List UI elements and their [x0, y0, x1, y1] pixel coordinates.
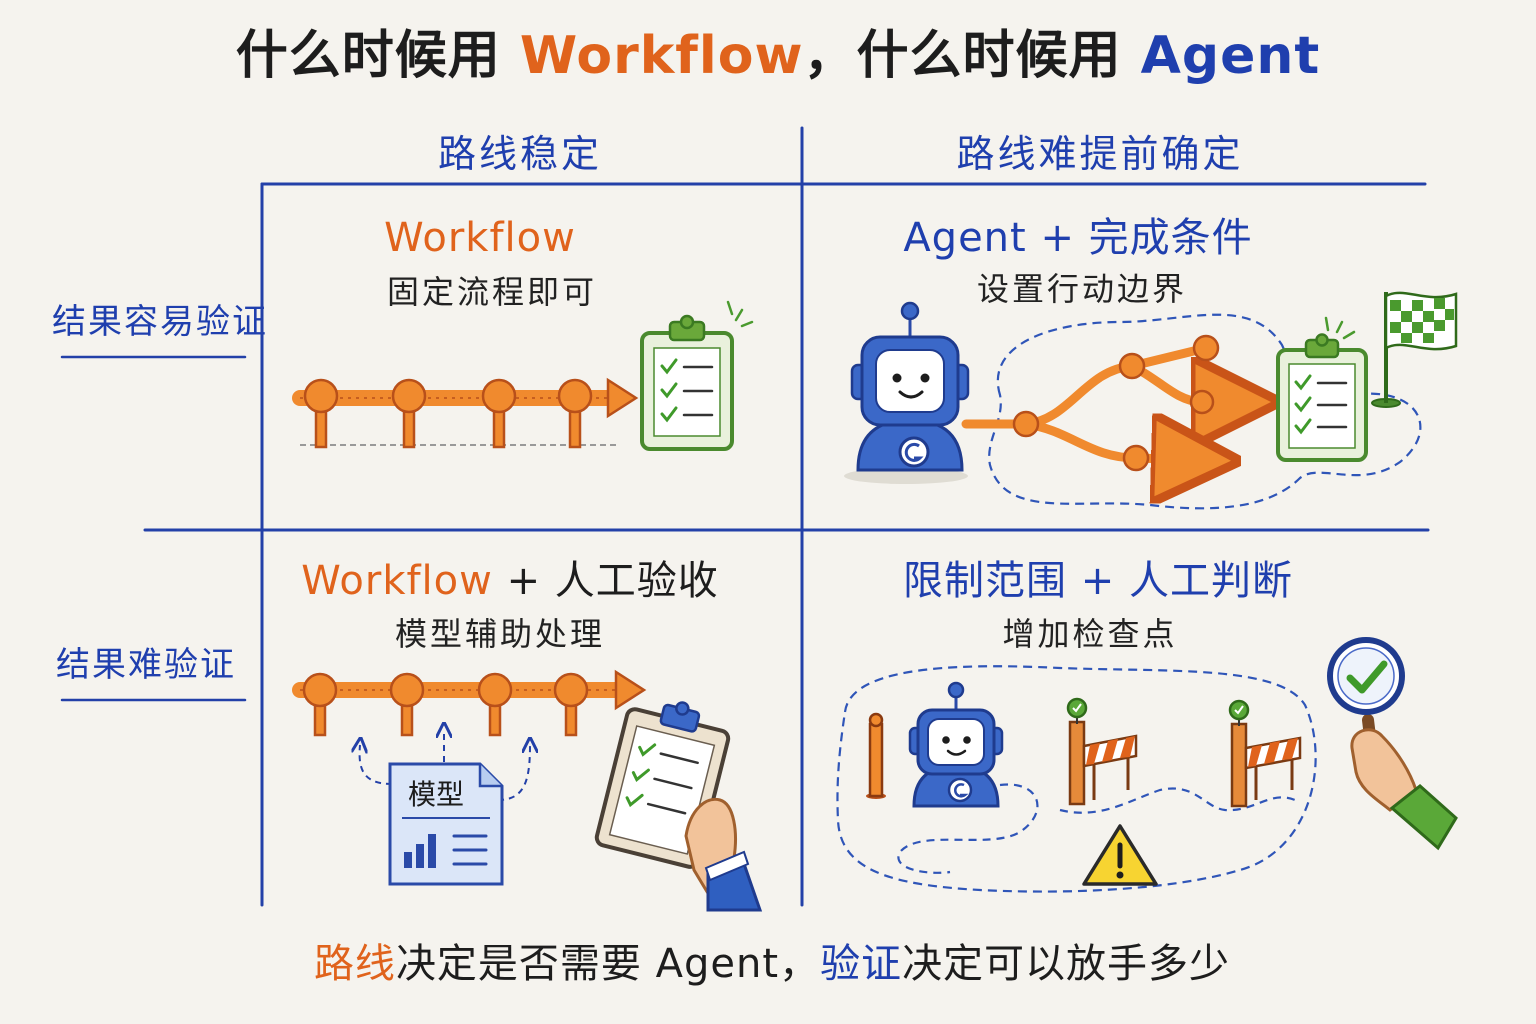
checkpoint-route-path	[1059, 787, 1296, 814]
magnifier-check-icon	[1327, 637, 1458, 851]
footer-middle: 决定是否需要 Agent，	[395, 941, 821, 987]
column-header-stable: 路线稳定	[437, 132, 603, 176]
quadrant-bl-title-rest: + 人工验收	[492, 558, 719, 604]
quadrant-tr-title: Agent + 完成条件	[903, 218, 1252, 258]
page-title: 什么时候用 Workflow，什么时候用 Agent	[236, 30, 1321, 82]
quadrant-tr-subtitle: 设置行动边界	[976, 270, 1188, 308]
assisted-pipeline-icon	[292, 669, 647, 801]
title-middle: ，什么时候用	[803, 26, 1141, 86]
scope-boundary-outline	[836, 665, 1317, 893]
quadrant-br-title: 限制范围 + 人工判断	[903, 561, 1293, 601]
boundary-post-icon	[866, 712, 886, 799]
row-label-hard: 结果难验证	[56, 645, 236, 685]
footer-end: 决定可以放手多少	[902, 941, 1231, 987]
quadrant-tr-title-agent: Agent	[903, 215, 1027, 261]
quadrant-br-subtitle: 增加检查点	[1002, 615, 1178, 653]
title-workflow: Workflow	[519, 26, 804, 86]
quadrant-br-title-scope: 限制范围	[903, 558, 1068, 604]
barrier-icon	[1228, 699, 1302, 808]
clipboard-icon	[640, 300, 754, 451]
row-label-easy: 结果容易验证	[52, 302, 268, 342]
robot-icon	[844, 301, 970, 484]
title-agent: Agent	[1140, 26, 1321, 86]
document-icon: 模型	[388, 762, 504, 886]
action-boundary-outline	[988, 313, 1422, 510]
quadrant-grid	[60, 126, 1430, 907]
quadrant-bl-subtitle: 模型辅助处理	[394, 615, 606, 653]
workflow-pipeline-icon	[292, 377, 639, 449]
completion-clipboard-icon	[1276, 316, 1368, 462]
title-prefix: 什么时候用	[235, 26, 520, 86]
footer-verify: 验证	[820, 941, 903, 987]
checkered-flag-icon	[1371, 291, 1458, 408]
quadrant-tl-subtitle: 固定流程即可	[386, 273, 598, 311]
robot-route-path	[897, 783, 1039, 874]
column-header-uncertain: 路线难提前确定	[956, 132, 1244, 176]
quadrant-br-title-rest: + 人工判断	[1067, 558, 1293, 604]
footer-caption: 路线决定是否需要 Agent，验证决定可以放手多少	[314, 944, 1230, 984]
quadrant-tl-title: Workflow	[384, 215, 576, 261]
branching-routes-icon	[961, 334, 1245, 470]
model-document-label: 模型	[408, 778, 464, 811]
quadrant-tr-title-rest: + 完成条件	[1026, 215, 1253, 261]
small-robot-icon	[908, 681, 1004, 808]
footer-route: 路线	[313, 941, 396, 987]
quadrant-bl-title: Workflow + 人工验收	[301, 561, 719, 601]
hand-clipboard-icon	[594, 701, 763, 912]
warning-icon	[1082, 824, 1158, 886]
quadrant-bl-title-workflow: Workflow	[301, 558, 493, 604]
barrier-icon	[1066, 697, 1138, 806]
